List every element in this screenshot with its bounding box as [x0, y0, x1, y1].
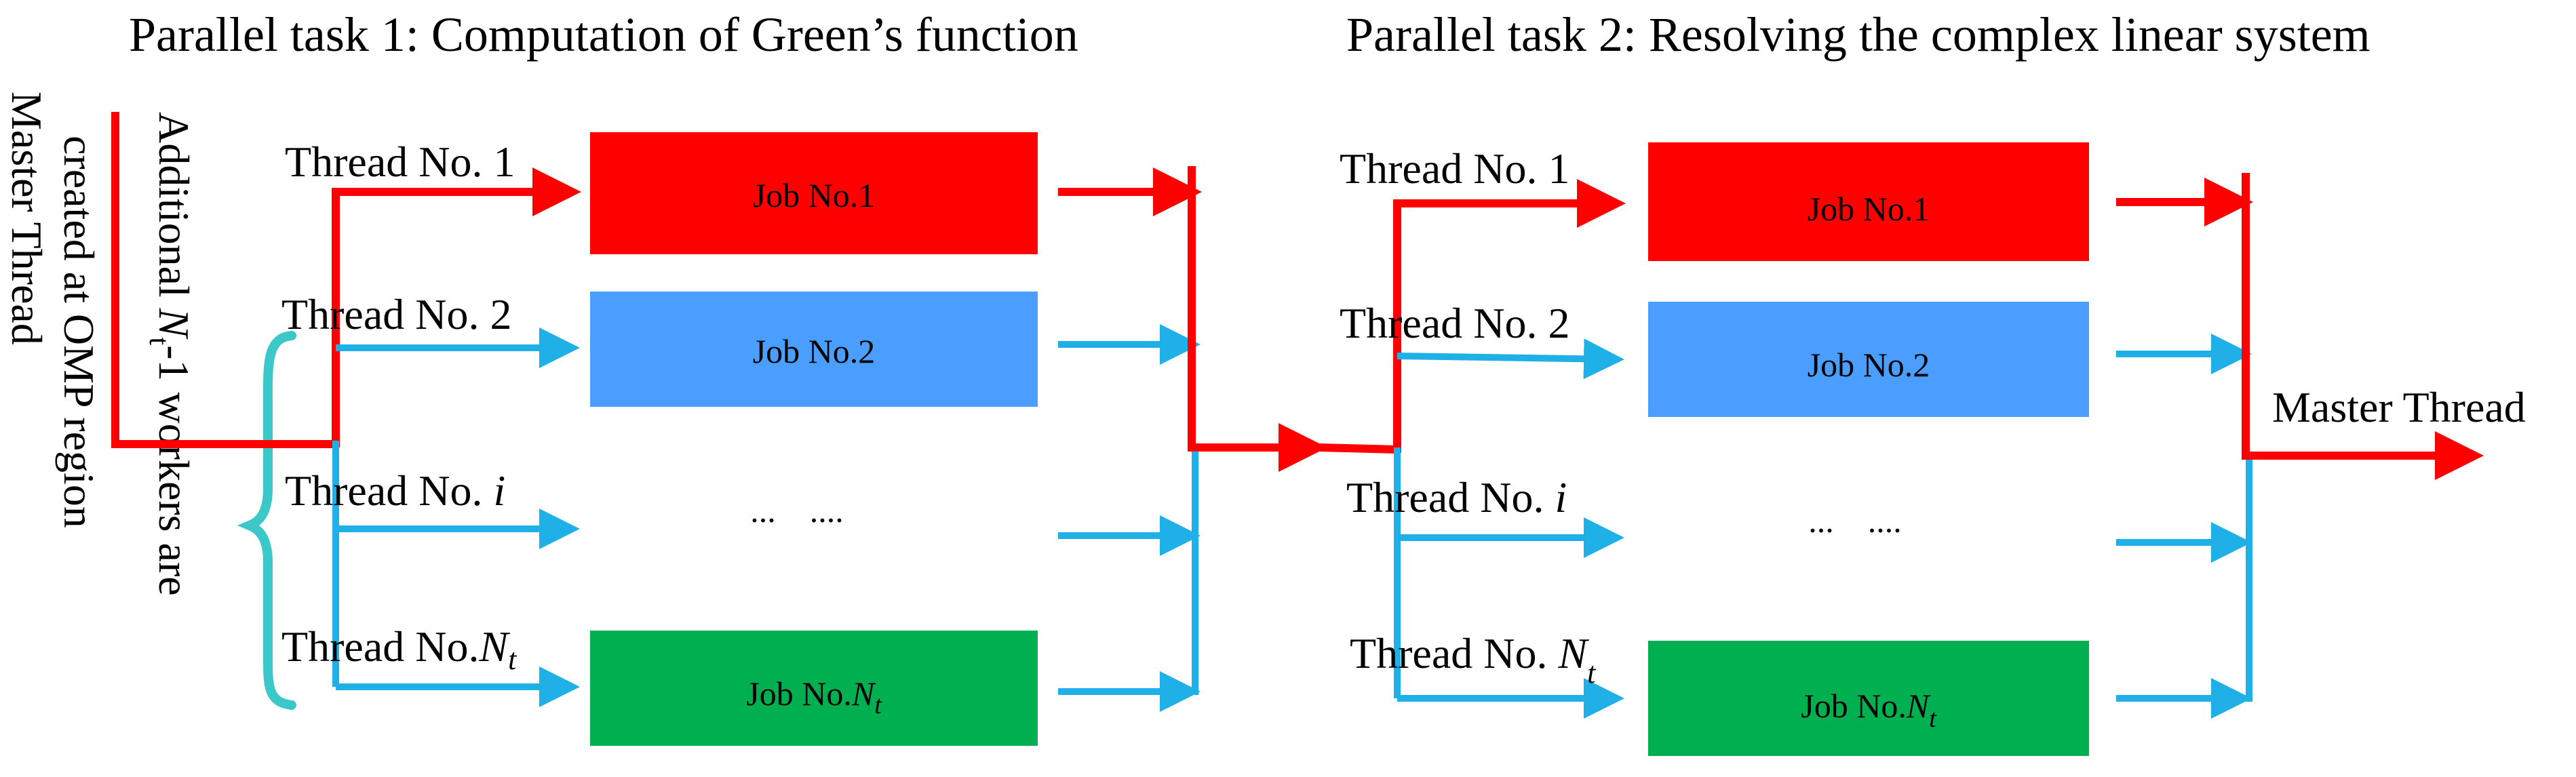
task2-job-box-1 [1648, 142, 2089, 261]
task1-thread-label-2: Thread No. 2 [281, 290, 511, 338]
task2-join-red [2242, 173, 2484, 480]
task1-thread-label-1: Thread No. 1 [285, 138, 515, 186]
side-label-master-thread: Master Thread [3, 92, 51, 345]
task1-job-box-2 [590, 292, 1038, 407]
task1-job-label-2: Job No.2 [753, 332, 876, 370]
master-thread-entry-line [111, 112, 336, 448]
final-master-thread-label: Master Thread [2272, 383, 2526, 431]
task1-title: Parallel task 1: Computation of Green’s … [129, 7, 1078, 62]
task1-job-box-n [590, 631, 1038, 746]
task1-join-red [1188, 166, 1327, 472]
task1-job-box-1 [590, 132, 1038, 254]
task2-thread1-red-branch [1393, 179, 1626, 453]
task-connector-red [1319, 443, 1398, 454]
side-label-workers-created: created at OMP region [55, 136, 103, 528]
task2-thread-label-n: Thread No. Nt [1350, 629, 1597, 690]
task2-job-label-2: Job No.2 [1808, 346, 1930, 384]
side-label-additional-workers: Additional Nt-1 workers are [143, 112, 198, 596]
task2-thread2-arrow [1397, 338, 1624, 380]
task2-job-label-ellipsis: ... .... [1808, 502, 1902, 540]
workers-brace [237, 331, 296, 710]
task1-job-label-n: Job No.Nt [746, 675, 882, 719]
task1-thread-label-n: Thread No.Nt [281, 622, 518, 676]
task2-job-box-n [1648, 641, 2089, 756]
task2-job-label-1: Job No.1 [1808, 190, 1930, 228]
task2-job-box-2 [1648, 302, 2089, 417]
task1-thread1-red-branch [332, 167, 581, 447]
task2-thread-label-i: Thread No. i [1346, 473, 1567, 521]
task1-thread-label-i: Thread No. i [285, 466, 505, 515]
task1-job-label-ellipsis: ... .... [750, 492, 844, 530]
task2-title: Parallel task 2: Resolving the complex l… [1346, 7, 2370, 62]
task2-thread-label-2: Thread No. 2 [1340, 299, 1569, 347]
task2-job-label-n: Job No.Nt [1801, 687, 1937, 733]
task1-job-label-1: Job No.1 [753, 176, 876, 214]
task2-thread-label-1: Thread No. 1 [1340, 144, 1569, 193]
